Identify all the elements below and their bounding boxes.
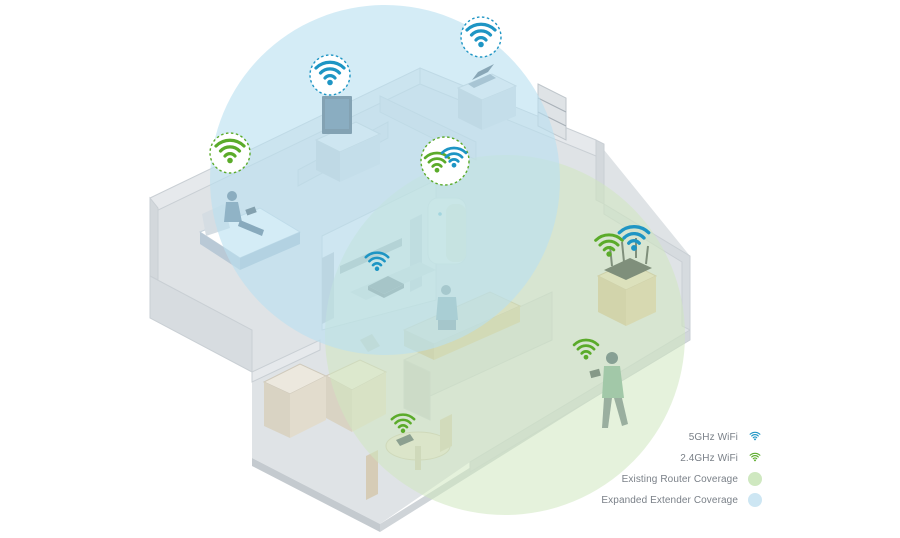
extender-dual-band-badge [420,136,470,186]
router-coverage-swatch [748,472,762,486]
extender-coverage-swatch [748,493,762,507]
legend-router-coverage: Existing Router Coverage [622,472,762,486]
legend-router-coverage-label: Existing Router Coverage [621,473,738,485]
wifi-5ghz-icon [749,431,761,441]
coverage-overlays [210,5,685,515]
legend: 5GHz WiFi 2.4GHz WiFi Existing Router Co… [601,430,762,507]
legend-5ghz: 5GHz WiFi [689,430,762,444]
bedroom-wifi-24ghz-badge [209,132,251,174]
legend-24ghz-label: 2.4GHz WiFi [680,452,738,464]
office-wifi-5ghz-badge [460,16,502,58]
legend-extender-coverage-label: Expanded Extender Coverage [601,494,738,506]
wifi-badges [209,16,651,434]
wifi-24ghz-icon [749,452,761,462]
extender-coverage-area [210,5,560,355]
legend-extender-coverage: Expanded Extender Coverage [601,493,762,507]
study-wifi-5ghz-badge [309,54,351,96]
legend-24ghz: 2.4GHz WiFi [680,451,762,465]
legend-5ghz-label: 5GHz WiFi [688,431,738,443]
